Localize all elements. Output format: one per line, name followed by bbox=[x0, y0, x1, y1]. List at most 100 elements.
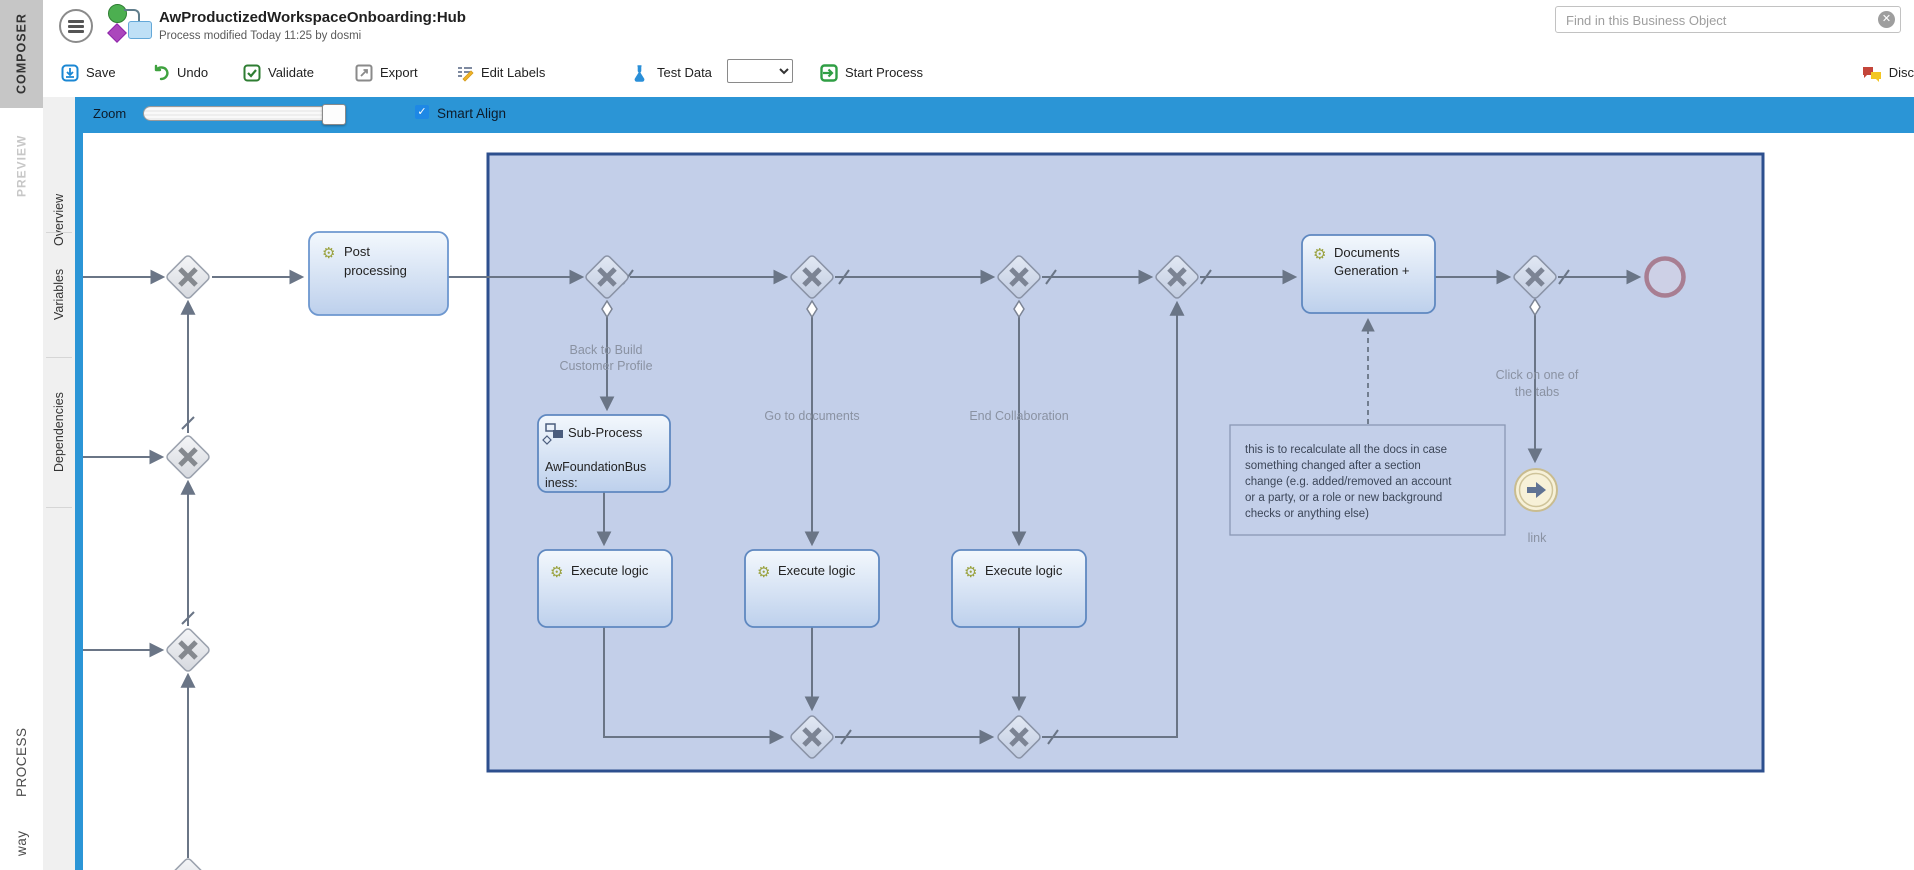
sub-process-icon bbox=[542, 423, 563, 445]
discussions-icon bbox=[1861, 64, 1883, 82]
process-canvas[interactable]: ⚙ Post processing Sub-Process AwFoundati… bbox=[83, 133, 1914, 870]
undo-icon bbox=[152, 64, 170, 82]
svg-text:AwFoundationBus: AwFoundationBus bbox=[545, 460, 646, 474]
modified-status: Process modified Today 11:25 by dosmi bbox=[159, 30, 362, 42]
svg-text:Documents: Documents bbox=[1334, 245, 1400, 260]
svg-text:link: link bbox=[1528, 531, 1548, 545]
composer-label: COMPOSER bbox=[14, 13, 29, 95]
task-execute-logic-2[interactable]: ⚙ Execute logic bbox=[744, 549, 880, 628]
save-icon bbox=[61, 64, 79, 82]
smart-align-label: Smart Align bbox=[437, 106, 507, 121]
link-arrow-icon bbox=[1527, 482, 1546, 498]
gateways bbox=[165, 254, 1557, 870]
gear-icon: ⚙ bbox=[1313, 246, 1326, 263]
business-object-logo-icon bbox=[102, 3, 152, 47]
gateway-xor[interactable] bbox=[1512, 254, 1557, 299]
flow-condition-markers bbox=[601, 297, 1541, 319]
svg-text:or a party, or a role or new b: or a party, or a role or new background bbox=[1245, 492, 1442, 504]
task-post-processing[interactable]: ⚙ Post processing bbox=[308, 231, 449, 316]
undo-button[interactable]: Undo bbox=[152, 48, 208, 97]
hamburger-menu-button[interactable] bbox=[59, 9, 93, 43]
gateway-xor[interactable] bbox=[996, 714, 1041, 759]
smart-align-checkbox[interactable]: ✓ bbox=[415, 105, 429, 119]
gear-icon: ⚙ bbox=[964, 564, 977, 581]
export-icon bbox=[355, 64, 373, 82]
export-button[interactable]: Export bbox=[355, 48, 418, 97]
bpmn-diagram[interactable]: ⚙ Post processing Sub-Process AwFoundati… bbox=[83, 133, 1914, 870]
test-data-select[interactable] bbox=[727, 59, 793, 83]
svg-text:checks or anything else): checks or anything else) bbox=[1245, 508, 1369, 520]
clear-search-icon[interactable]: ✕ bbox=[1878, 11, 1895, 28]
toolbar: Save Undo Validate Export Edit Labels bbox=[43, 48, 1914, 97]
page-title: AwProductizedWorkspaceOnboarding:Hub bbox=[159, 9, 466, 26]
svg-text:Generation +: Generation + bbox=[1334, 263, 1410, 278]
gateway-xor[interactable] bbox=[789, 254, 834, 299]
preview-tab[interactable]: PREVIEW bbox=[14, 134, 29, 198]
search-input[interactable] bbox=[1564, 7, 1868, 34]
validate-icon bbox=[243, 64, 261, 82]
svg-text:Execute logic: Execute logic bbox=[571, 563, 649, 578]
tab-dependencies[interactable]: Dependencies bbox=[52, 392, 66, 472]
edit-labels-icon bbox=[456, 64, 474, 82]
gateway-xor-partial[interactable] bbox=[165, 857, 210, 870]
task-execute-logic-1[interactable]: ⚙ Execute logic bbox=[537, 549, 673, 628]
svg-text:Customer Profile: Customer Profile bbox=[559, 359, 652, 373]
svg-text:End Collaboration: End Collaboration bbox=[969, 409, 1068, 423]
gateway-xor[interactable] bbox=[165, 254, 210, 299]
gateway-xor[interactable] bbox=[996, 254, 1041, 299]
link-event[interactable] bbox=[1514, 468, 1558, 512]
svg-text:Sub-Process: Sub-Process bbox=[568, 425, 643, 440]
test-data-flask-icon bbox=[632, 64, 650, 82]
flow-labels: Back to Build Customer Profile Go to doc… bbox=[559, 343, 1578, 545]
svg-text:Execute logic: Execute logic bbox=[985, 563, 1063, 578]
gear-icon: ⚙ bbox=[757, 564, 770, 581]
svg-text:Go to documents: Go to documents bbox=[764, 409, 859, 423]
zoom-label: Zoom bbox=[93, 106, 127, 121]
validate-button[interactable]: Validate bbox=[243, 48, 314, 97]
svg-text:processing: processing bbox=[344, 263, 407, 278]
gateway-xor[interactable] bbox=[165, 627, 210, 672]
start-process-icon bbox=[820, 63, 838, 82]
svg-text:Post: Post bbox=[344, 244, 370, 259]
task-execute-logic-3[interactable]: ⚙ Execute logic bbox=[951, 549, 1087, 628]
gateway-xor[interactable] bbox=[584, 254, 629, 299]
svg-text:Execute logic: Execute logic bbox=[778, 563, 856, 578]
svg-text:Back to Build: Back to Build bbox=[570, 343, 643, 357]
discussions-button[interactable]: Disc bbox=[1861, 48, 1914, 97]
task-documents-generation[interactable]: ⚙ Documents Generation + bbox=[1301, 234, 1436, 314]
end-event[interactable] bbox=[1644, 256, 1686, 298]
gateway-xor[interactable] bbox=[1154, 254, 1199, 299]
tab-separator bbox=[46, 232, 72, 233]
process-tab[interactable]: PROCESS bbox=[14, 727, 29, 797]
gateway-tab-partial[interactable]: way bbox=[14, 830, 29, 856]
svg-text:change (e.g. added/removed an: change (e.g. added/removed an account bbox=[1245, 476, 1452, 488]
save-button[interactable]: Save bbox=[61, 48, 116, 97]
tab-separator bbox=[46, 357, 72, 358]
tab-variables[interactable]: Variables bbox=[52, 268, 66, 321]
svg-text:the tabs: the tabs bbox=[1515, 385, 1559, 399]
zoom-slider-thumb[interactable] bbox=[322, 104, 346, 125]
side-tab-rail: Overview Variables Dependencies bbox=[43, 97, 75, 870]
gateway-xor[interactable] bbox=[789, 714, 834, 759]
edit-labels-button[interactable]: Edit Labels bbox=[456, 48, 545, 97]
sequence-flows bbox=[83, 269, 1642, 858]
tab-separator bbox=[46, 507, 72, 508]
start-process-button[interactable]: Start Process bbox=[820, 48, 923, 97]
composer-tab[interactable]: COMPOSER bbox=[0, 0, 44, 108]
canvas-left-edge bbox=[75, 133, 83, 870]
test-data-button[interactable]: Test Data bbox=[632, 48, 712, 97]
gear-icon: ⚙ bbox=[322, 245, 335, 262]
find-search-box: ✕ bbox=[1555, 6, 1901, 34]
svg-text:this is to recalculate all the: this is to recalculate all the docs in c… bbox=[1245, 444, 1447, 456]
svg-text:something changed after a sect: something changed after a section bbox=[1245, 460, 1421, 472]
task-sub-process[interactable]: Sub-Process AwFoundationBus iness: bbox=[537, 414, 671, 493]
gateway-xor[interactable] bbox=[165, 434, 210, 479]
embedded-subprocess-container[interactable] bbox=[486, 152, 1765, 773]
canvas-control-bar: Zoom ✓ Smart Align bbox=[75, 97, 1914, 133]
svg-text:Click on one of: Click on one of bbox=[1496, 368, 1579, 382]
gear-icon: ⚙ bbox=[550, 564, 563, 581]
text-annotation[interactable]: this is to recalculate all the docs in c… bbox=[1229, 424, 1506, 536]
zoom-slider[interactable] bbox=[143, 104, 346, 125]
left-rail: COMPOSER PREVIEW PROCESS way bbox=[0, 0, 44, 870]
